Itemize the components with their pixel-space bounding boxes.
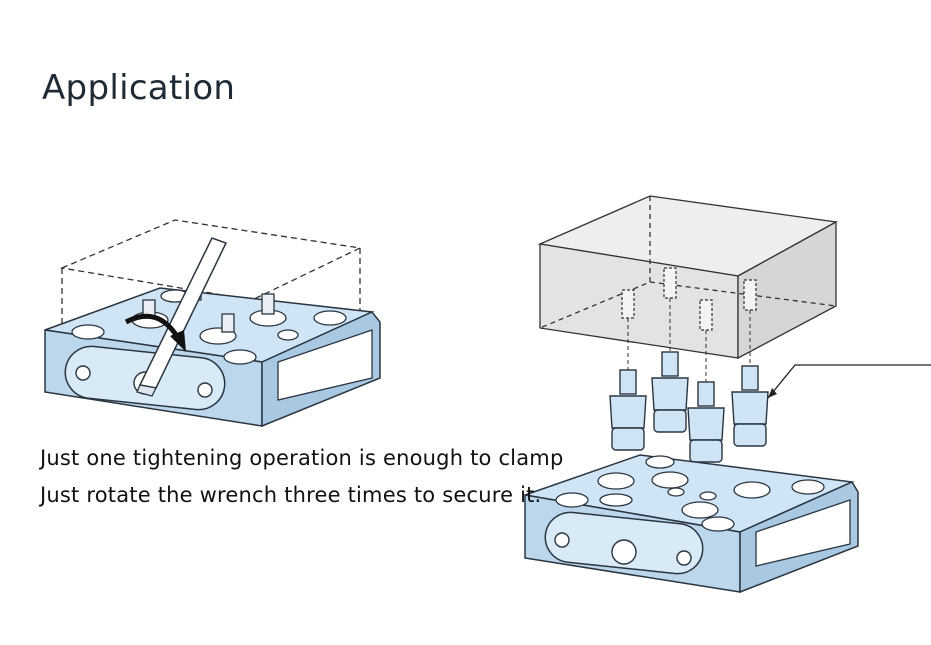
hex-wrench-icon	[136, 237, 228, 397]
callout-leader-line	[767, 364, 931, 399]
right-clamping-assembly	[524, 195, 931, 594]
right-workpiece-block	[537, 195, 839, 360]
left-clamping-base	[44, 219, 381, 428]
page-title: Application	[42, 68, 236, 108]
caption-line-2: Just rotate the wrench three times to se…	[40, 483, 542, 507]
clamping-studs	[609, 351, 769, 463]
rotation-arrow-icon	[124, 313, 186, 352]
caption-line-1: Just one tightening operation is enough …	[40, 446, 564, 470]
